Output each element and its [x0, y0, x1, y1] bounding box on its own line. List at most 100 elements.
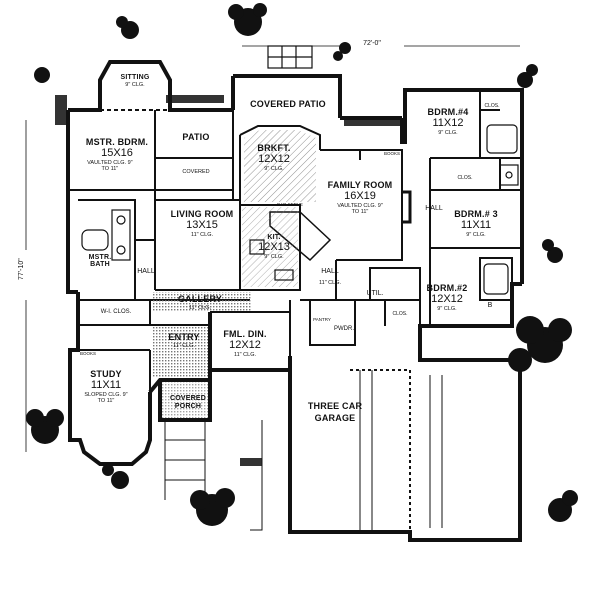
label-books-left: BOOKS	[79, 351, 97, 356]
room-size: 12X12	[229, 339, 261, 351]
label-clos-top: CLOS.	[484, 103, 500, 109]
label-clos-b2: CLOS.	[392, 311, 408, 317]
room-note: 11" CLG.	[172, 343, 196, 349]
porch-floor-dots	[162, 382, 208, 418]
room-note: 9" CLG.	[466, 232, 486, 238]
label-bar-serve: BAR SERVE	[277, 202, 303, 207]
room-bdrm3: BDRM.# 3 11X11 9" CLG.	[454, 210, 498, 239]
room-name: FML. DIN.	[223, 329, 267, 339]
room-name: BDRM.#4	[427, 107, 469, 117]
bath-mid-vanity	[499, 164, 519, 186]
room-patio: PATIO	[182, 133, 209, 142]
bath2-tub	[483, 263, 509, 295]
landscaping	[26, 3, 578, 526]
room-name: FAMILY ROOM	[327, 180, 393, 190]
room-note: COVERED	[182, 169, 210, 175]
room-note: 9" CLG.	[438, 130, 458, 136]
room-bdrm4: BDRM.#4 11X12 9" CLG.	[428, 108, 469, 137]
label-clos-mid: CLOS.	[457, 175, 473, 181]
room-note: 9" CLG.	[125, 82, 145, 88]
room-size: 16X19	[344, 190, 376, 202]
bath-top-tub	[486, 124, 518, 154]
room-name: SITTING	[120, 74, 150, 81]
room-size: 11X12	[432, 117, 464, 129]
room-name: BDRM.#2	[426, 283, 468, 293]
room-size: 11X11	[90, 379, 122, 391]
room-brkft: BRKFT. 12X12 9" CLG.	[257, 144, 290, 173]
room-fml-din: FML. DIN. 12X12 11" CLG.	[223, 330, 266, 359]
room-note: 11" CLG.	[188, 305, 212, 311]
room-name: KIT.	[267, 234, 281, 241]
room-note: VAULTED CLG. 9" TO 11"	[87, 160, 133, 172]
room-name: LIVING ROOM	[170, 209, 234, 219]
shrub-garden	[339, 42, 351, 54]
shrubs	[55, 95, 402, 466]
label-hall-right: HALL	[425, 205, 443, 212]
room-family: FAMILY ROOM 16X19 VAULTED CLG. 9" TO 11"	[328, 181, 393, 215]
room-size: 15X16	[101, 147, 133, 159]
room-name: GALLERY	[177, 294, 223, 304]
room-note: SLOPED CLG. 9" TO 11"	[84, 392, 128, 404]
room-covered-patio: COVERED PATIO	[250, 100, 326, 109]
room-living: LIVING ROOM 13X15 11" CLG.	[171, 210, 234, 239]
room-sitting: SITTING 9" CLG.	[120, 74, 149, 89]
label-util: UTIL.	[366, 290, 384, 297]
garage-doors	[359, 370, 443, 532]
room-kit: KIT. 12X13 9" CLG.	[258, 234, 290, 261]
room-name: STUDY	[90, 369, 122, 379]
label-hall-left: HALL	[137, 268, 155, 275]
dimension-lines	[25, 45, 520, 452]
tree-right-mid	[547, 247, 563, 263]
label-pwdr: PWDR.	[334, 326, 354, 332]
kitchen-floor-hatch	[242, 207, 298, 287]
room-note: 11" CLG.	[233, 352, 257, 358]
room-size: 12X13	[258, 241, 290, 253]
room-name: COVERED PATIO	[250, 99, 326, 109]
label-books-family: BOOKS	[383, 151, 401, 156]
room-note: 11" CLG.	[190, 232, 214, 238]
room-covered-porch: COVERED PORCH	[170, 395, 206, 410]
tree-left-upper	[34, 67, 50, 83]
fixtures	[81, 124, 519, 295]
room-bdrm2: BDRM.#2 12X12 9" CLG.	[427, 284, 468, 313]
room-size: 11X11	[460, 219, 492, 231]
exterior-walls	[66, 60, 524, 542]
room-mstr-bdrm: MSTR. BDRM. 15X16 VAULTED CLG. 9" TO 11"	[86, 138, 148, 172]
room-note: VAULTED CLG. 9" TO 11"	[337, 203, 383, 215]
master-tub	[81, 229, 109, 251]
label-wi-clos: W-I. CLOS.	[100, 309, 132, 315]
tree-right-top	[517, 72, 533, 88]
room-gallery: GALLERY 11" CLG.	[178, 295, 222, 312]
room-size: 12X12	[258, 153, 290, 165]
room-note: 9" CLG.	[437, 306, 457, 312]
label-hall-center: HALL	[321, 268, 339, 275]
room-name: THREE CAR	[307, 401, 363, 411]
room-name: COVERED	[169, 395, 207, 402]
gallery-floor-dots	[152, 292, 252, 312]
label-pantry: PANTRY	[313, 317, 331, 322]
room-garage: THREE CAR GARAGE	[308, 402, 362, 423]
room-mstr-bath: MSTR. BATH	[83, 254, 117, 268]
overall-depth-label: 77'-10"	[18, 258, 25, 280]
master-vanity	[111, 209, 131, 261]
front-walk	[164, 420, 263, 531]
room-name-line2: GARAGE	[314, 413, 356, 423]
room-name-line2: PORCH	[174, 403, 202, 410]
label-b: B	[487, 302, 493, 309]
room-name: PATIO	[182, 132, 210, 142]
room-entry: ENTRY 11" CLG.	[168, 333, 199, 350]
label-hall-center-note: 11" CLG.	[318, 280, 342, 286]
stone-planter	[267, 45, 313, 69]
overall-width-label: 72'-0"	[363, 40, 381, 47]
brkft-floor-hatch	[244, 130, 316, 202]
entry-floor-dots	[152, 326, 208, 378]
room-note: 9" CLG.	[264, 254, 284, 260]
room-name: ENTRY	[168, 332, 200, 342]
room-note: 9" CLG.	[264, 166, 284, 172]
room-study: STUDY 11X11 SLOPED CLG. 9" TO 11"	[81, 370, 131, 404]
patio-covered-note: COVERED	[182, 168, 209, 176]
range	[249, 239, 265, 255]
room-size: 13X15	[186, 219, 218, 231]
sink	[274, 269, 294, 281]
